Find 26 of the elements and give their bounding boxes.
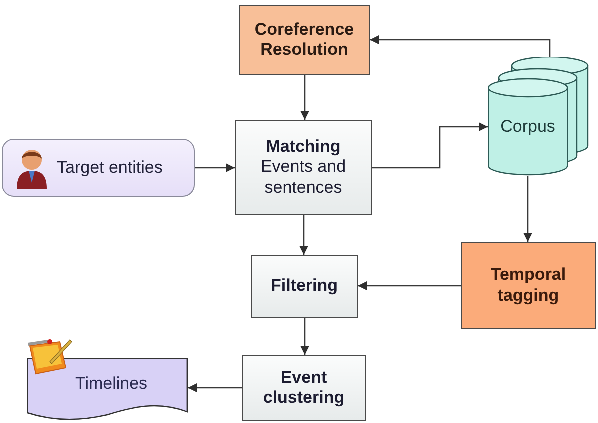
process-box: [461, 242, 596, 329]
arrow: [300, 318, 310, 355]
node-title: Matching: [266, 136, 341, 158]
node-text: Corpus: [500, 116, 556, 138]
process-box: [235, 120, 372, 215]
process-box: [242, 355, 366, 421]
arrow: [195, 164, 235, 172]
process-box: [239, 5, 370, 75]
node-text: Events and sentences: [260, 157, 348, 198]
arrow: [372, 122, 488, 169]
node-title: Temporal tagging: [490, 265, 568, 306]
node-text: Target entities: [57, 158, 163, 178]
arrow: [524, 176, 532, 242]
node-title: Coreference Resolution: [254, 20, 356, 60]
node-title: Filtering: [270, 276, 338, 297]
database-stack: [488, 57, 589, 176]
arrow: [188, 384, 242, 392]
node-text: Timelines: [75, 374, 148, 395]
node-title: Event clustering: [262, 368, 346, 408]
process-box: [251, 255, 358, 318]
arrow: [300, 215, 308, 255]
arrow: [358, 282, 461, 290]
arrow: [370, 36, 551, 57]
arrow: [300, 75, 310, 120]
document-shape: [27, 358, 188, 421]
input-box: [2, 139, 195, 197]
